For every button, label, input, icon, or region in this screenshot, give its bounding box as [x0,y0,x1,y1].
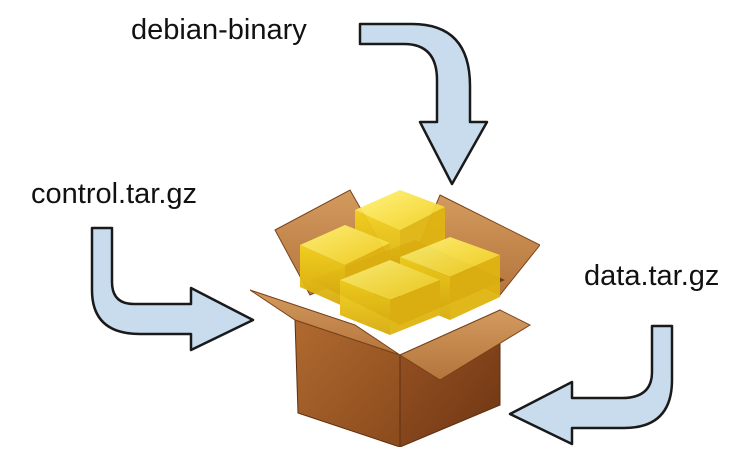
control-tar-label: control.tar.gz [31,178,198,210]
debian-binary-label: debian-binary [131,14,307,46]
data-tar-label: data.tar.gz [584,260,720,292]
package-box-icon [250,189,540,447]
